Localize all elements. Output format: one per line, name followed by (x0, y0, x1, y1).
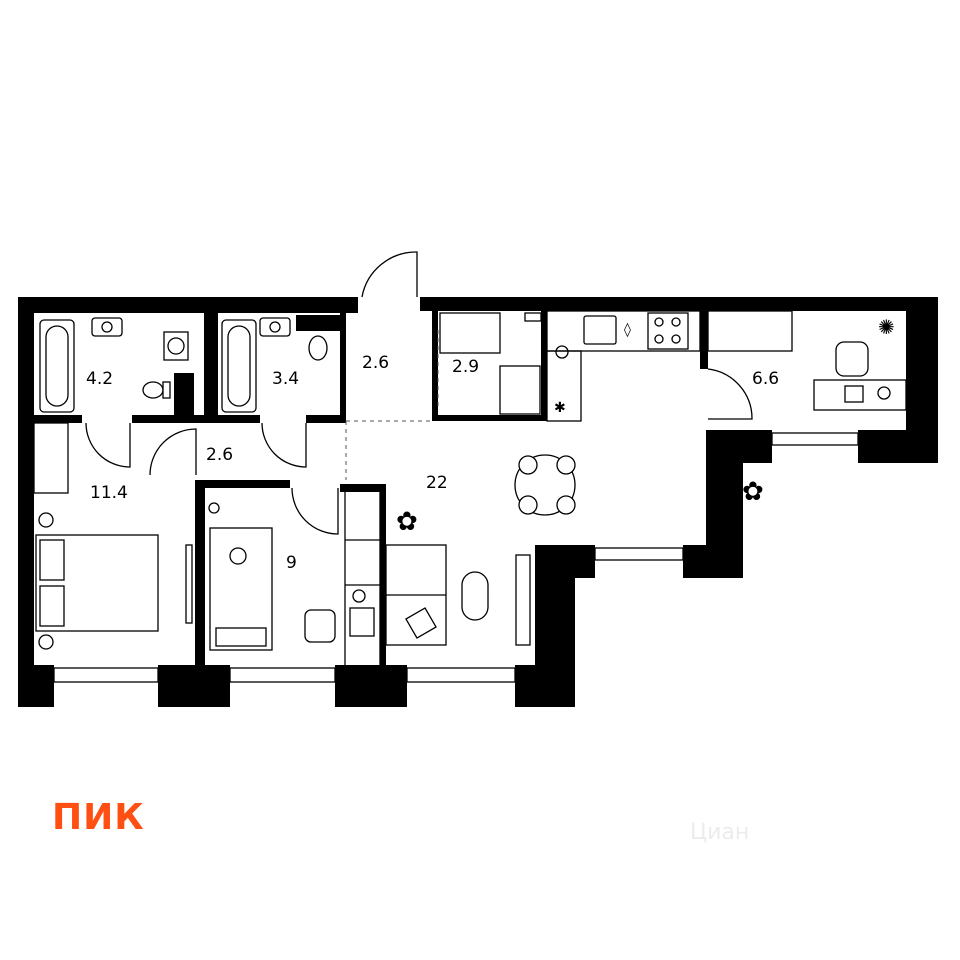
bedroom-tv-icon (185, 544, 193, 624)
wall-storage-left (432, 311, 438, 421)
wall-kids-top (195, 480, 290, 488)
bathroom-1-fixtures (39, 317, 189, 413)
kitchen-counter-side (546, 350, 582, 422)
area-bathroom-2: 3.4 (272, 369, 299, 389)
dining-set (514, 454, 576, 516)
window-living-side (594, 547, 684, 561)
wall-office-left (700, 311, 708, 369)
door-kids (291, 487, 339, 535)
wall-bath2-right (340, 313, 346, 423)
wall-bath-divider (204, 297, 218, 419)
door-bedroom (149, 428, 197, 476)
area-entrance-hall: 2.6 (362, 353, 389, 373)
area-bedroom: 11.4 (90, 483, 128, 503)
right-notch (924, 310, 938, 330)
window-bedroom (53, 667, 159, 683)
wall-bath1-bottom-a (34, 415, 82, 423)
bathtub-inner (45, 325, 69, 407)
storage-shelf-1 (439, 312, 501, 354)
wall-kids-right (380, 484, 386, 670)
top-wall-right (420, 297, 920, 311)
wall-storage-bottom (432, 415, 547, 421)
office-plant-icon: ✺ (878, 315, 895, 339)
entrance-door (361, 251, 418, 298)
shaft-bath2 (296, 315, 340, 331)
living-furniture: ✿ (344, 487, 531, 669)
area-bathroom-1: 4.2 (86, 369, 113, 389)
storage-fixtures (439, 312, 542, 415)
area-kids-room: 9 (286, 553, 297, 573)
kettle-icon (555, 345, 569, 359)
storage-shelf-2 (499, 365, 541, 415)
water-drop-icon: ◊ (624, 322, 631, 338)
bathroom-2-fixtures (221, 317, 328, 413)
kids-lamp-icon (208, 502, 220, 514)
kids-chair-icon (304, 609, 336, 643)
fridge-snow-icon: ✱ (554, 400, 566, 416)
kids-desk-icon (349, 607, 375, 637)
outdoor-plant-icon: ✿ (742, 477, 764, 507)
bottom-pier-3 (335, 665, 407, 707)
door-office (707, 368, 753, 420)
office-furniture: ✺ ✿ (707, 310, 907, 507)
bottom-pier-2 (158, 665, 230, 707)
pillow-icon (405, 607, 437, 639)
desk-lamp-icon (877, 386, 891, 400)
toilet-icon (142, 381, 164, 399)
nightstand-1-icon (38, 512, 54, 528)
office-desk (813, 379, 907, 411)
area-living-kitchen: 22 (426, 473, 448, 493)
wall-bath2-bottom-a (218, 415, 260, 423)
kids-furniture (208, 502, 375, 651)
wall-kids-left (195, 480, 205, 670)
tv-stand-icon (515, 554, 531, 646)
bottom-pier-1 (18, 665, 54, 707)
exterior-walls (18, 297, 938, 707)
nightstand-2-icon (38, 634, 54, 650)
toilet-2-icon (308, 335, 328, 361)
coffee-table-icon (461, 571, 489, 621)
doors (85, 251, 753, 535)
door-bath2 (261, 422, 307, 468)
door-bath1 (85, 422, 131, 468)
area-storage: 2.9 (452, 357, 479, 377)
top-wall-left (18, 297, 358, 313)
laptop-icon (844, 385, 864, 403)
step-wall-2 (535, 545, 595, 578)
left-wall (18, 297, 34, 707)
window-kids (229, 667, 336, 683)
shaft-bath1 (174, 373, 194, 419)
bedroom-closet (33, 422, 69, 494)
wall-storage-right (541, 311, 547, 421)
office-chair-icon (835, 341, 869, 377)
pik-logo[interactable]: ПИК (52, 797, 145, 838)
area-balcony-office: 6.6 (752, 369, 779, 389)
kitchen-sink-icon (583, 315, 617, 345)
window-living (406, 667, 516, 683)
office-shelf (707, 310, 793, 352)
wardrobe-icon (344, 487, 381, 669)
stove-icon (647, 312, 689, 350)
room-labels: 4.2 3.4 2.6 2.9 2.6 11.4 22 9 6.6 (86, 353, 779, 573)
watermark: Циан (690, 820, 750, 845)
kitchen-counter (546, 310, 701, 352)
wall-bath2-bottom-b (306, 415, 346, 423)
windows (53, 432, 859, 683)
plant-icon: ✿ (396, 507, 418, 537)
toy-icon (229, 547, 247, 565)
area-corridor: 2.6 (206, 445, 233, 465)
bedroom-furniture (33, 422, 193, 650)
window-office (771, 432, 859, 446)
kitchen-fixtures: ✱ ◊ (546, 310, 701, 422)
step-wall-5 (706, 430, 772, 463)
